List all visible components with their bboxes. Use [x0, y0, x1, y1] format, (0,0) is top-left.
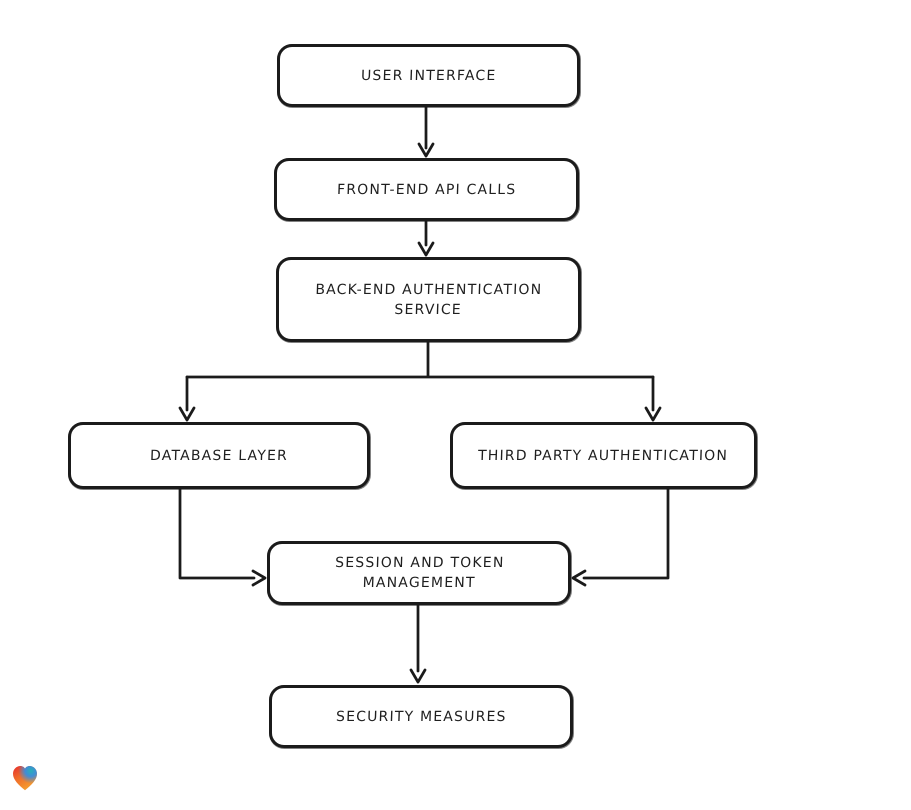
- edge-front-end-api-calls-to-back-end-authentication-service: [417, 219, 435, 257]
- edge-database-layer-to-session-and-token-management: [178, 487, 267, 587]
- gradient-heart-icon: [13, 766, 37, 791]
- node-label: THIRD PARTY AUTHENTICATION: [478, 447, 729, 464]
- node-database-layer: DATABASE LAYER: [68, 422, 370, 489]
- node-user-interface: USER INTERFACE: [277, 44, 580, 107]
- node-third-party-authentication: THIRD PARTY AUTHENTICATION: [450, 422, 757, 489]
- node-session-and-token-management: SESSION AND TOKEN MANAGEMENT: [267, 541, 571, 605]
- edge-session-and-token-management-to-security-measures: [409, 603, 427, 684]
- node-label: BACK-END AUTHENTICATION SERVICE: [315, 281, 543, 318]
- node-front-end-api-calls: FRONT-END API CALLS: [274, 158, 579, 221]
- edge-third-party-authentication-to-session-and-token-management: [571, 487, 670, 587]
- edge-user-interface-to-front-end-api-calls: [417, 105, 435, 158]
- edge-back-end-authentication-service-branch: [185, 340, 655, 379]
- edge-branch-to-third-party-authentication: [644, 375, 662, 422]
- node-label: USER INTERFACE: [360, 67, 497, 84]
- node-label: SESSION AND TOKEN MANAGEMENT: [334, 555, 505, 591]
- edge-branch-to-database-layer: [178, 375, 196, 422]
- node-label: DATABASE LAYER: [149, 447, 289, 464]
- node-label: FRONT-END API CALLS: [336, 181, 517, 198]
- node-back-end-authentication-service: BACK-END AUTHENTICATION SERVICE: [276, 257, 581, 342]
- node-label: SECURITY MEASURES: [335, 708, 507, 725]
- node-security-measures: SECURITY MEASURES: [269, 685, 573, 748]
